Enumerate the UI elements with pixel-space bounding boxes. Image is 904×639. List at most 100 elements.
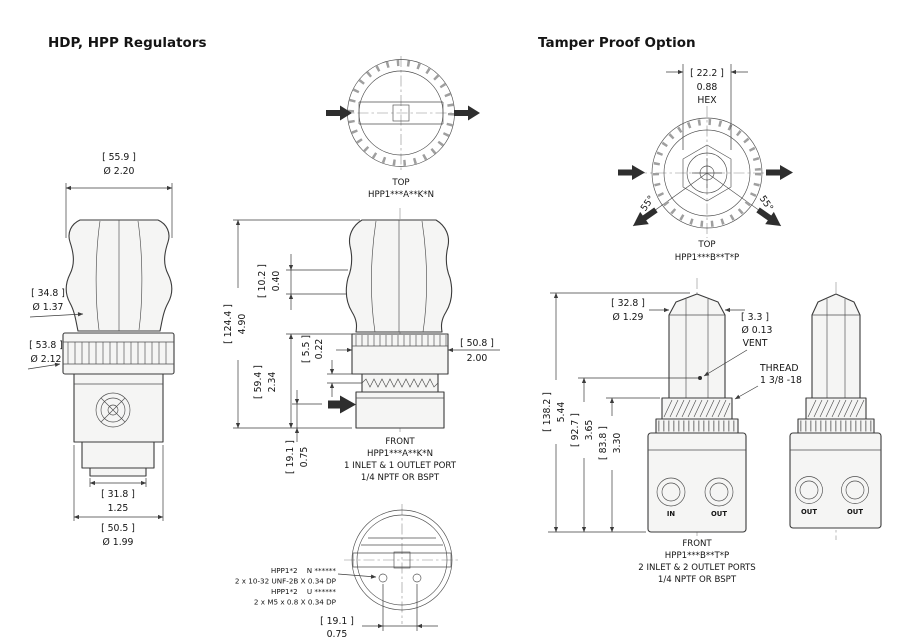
mounting-hole-right [412,573,422,583]
hpp-front-view: FRONT HPP1***A**K*N 1 INLET & 1 OUTLET P… [328,208,457,483]
tamper-center-cross [692,158,722,188]
side-port-left-label: OUT [801,508,817,516]
mounting-note-line4: 2 x M5 x 0.8 X 0.34 DP [254,598,337,607]
mounting-note-line3: HPP1*2 U ****** [271,587,336,596]
front-view-port-note: 1 INLET & 1 OUTLET PORT [344,461,457,471]
front-view-caption: FRONT [385,437,415,447]
side-view-dimensions: [ 55.9 ] Ø 2.20 [ 34.8 ] Ø 1.37 [ 53.8 ]… [27,152,173,548]
outlet-port-bore [709,482,729,502]
bottom-view-centerlines [344,504,460,624]
dim-hex-in: 0.88 [697,82,718,93]
dim-base-width-in: 1.25 [108,503,129,514]
dim-cap-width-mm: [ 50.8 ] [460,338,494,349]
lock-ring-knurl [67,342,167,364]
front-bonnet-thread [361,378,439,388]
bottom-inner-circle [356,514,448,606]
dim-body-od-mm: [ 50.5 ] [101,523,135,534]
dim-hole-spacing-in: 0.75 [327,629,348,639]
left-section-title: HDP, HPP Regulators [48,35,207,51]
gauge-port-boss-inner [100,397,126,423]
inlet-port-label: IN [667,510,676,518]
tamper-body [647,432,747,533]
bottom-outer-circle [351,509,453,611]
front-view-model-code: HPP1***A**K*N [367,449,433,459]
tamper-side-thread-lines [807,399,865,418]
hex-extension-lines [682,64,732,150]
tamper-front-model-code: HPP1***B**T*P [665,551,729,561]
tamper-knob-serration [653,119,761,227]
mounting-note-line1: HPP1*2 N ****** [271,566,337,575]
front-body [355,391,445,429]
dim-lower-height-in: 2.34 [267,372,278,393]
dim-overall-mm: [ 138.2 ] [542,392,553,432]
tamper-hex [682,144,732,202]
front-knob-flutes [371,220,427,333]
tamper-side-body [789,432,882,529]
tamper-side-stem [811,293,861,399]
inlet-arrow [328,395,356,414]
dim-knob-waist-in: Ø 1.37 [33,302,64,313]
thread-leader [734,385,759,400]
tamper-top-caption: TOP [697,240,715,250]
tamper-thread-lines [663,399,731,418]
tamper-top-model-code: HPP1***B**T*P [675,253,739,263]
side-port-right-label: OUT [847,508,863,516]
bottom-slot [352,552,452,568]
dim-body-od-in: Ø 1.99 [103,537,134,548]
base-width-extension-lines [89,478,147,487]
mounting-hole-left [378,573,388,583]
vent-label: VENT [743,338,768,349]
tamper-knob-inner-circle [663,129,751,217]
port-offset-extension-lines [327,373,362,384]
hdp-side-view [62,219,175,477]
gauge-port-hole [107,404,119,416]
tamper-stem-facets [669,299,725,398]
tamper-front-view: IN OUT FRONT HPP1***B**T*P 2 INLET & 2 O… [638,278,756,585]
inlet-port [656,477,686,507]
dim-overall-height-in: 4.90 [237,314,248,335]
dim-stem-od-in: Ø 1.29 [613,312,644,323]
tamper-angle-arrow-left [633,207,658,226]
mounting-note-leader [337,573,377,579]
dim-port-center-in: 0.75 [299,447,310,468]
handle-slot [358,101,444,125]
tamper-thread-section [661,397,733,420]
inlet-port-bore [661,482,681,502]
knob-waist-leader [29,312,84,318]
overall-extension-lines [548,292,690,533]
side-outlet-port-left-bore [799,480,819,500]
dim-knob-od-in: Ø 2.20 [104,166,135,177]
dim-cap-od-in: Ø 2.12 [31,354,62,365]
vent-leader [703,349,748,377]
dim-cap-od-mm: [ 53.8 ] [29,340,63,351]
knob-flutes [95,220,143,331]
body-upper [73,373,164,443]
side-outlet-port-right-bore [845,480,865,500]
mounting-note-line2: 2 x 10-32 UNF-2B X 0.34 DP [235,577,337,586]
dim-base-width-mm: [ 31.8 ] [101,489,135,500]
tamper-front-thread-note: 1/4 NPTF OR BSPT [658,575,737,585]
tamper-side-stem-facets [812,299,860,398]
front-view-thread-note: 1/4 NPTF OR BSPT [361,473,440,483]
top-view-model-code: HPP1***A**K*N [368,190,434,200]
front-cap-knurl [355,335,447,346]
knob-serration-ring [348,60,454,166]
tamper-side-view: OUT OUT [789,282,882,540]
side-outlet-port-left [795,476,823,504]
knob-od-extension-lines [65,183,173,238]
tamper-view-arrow-left [618,165,645,180]
dim-port-offset-in: 0.22 [314,339,325,360]
dim-overall-in: 5.44 [556,402,567,423]
vent-hole [698,376,702,380]
center-square [392,104,410,122]
lock-ring [62,332,175,375]
dim-hex-label: HEX [697,95,717,106]
body-lower [81,441,155,469]
dim-vent-height-mm: [ 92.7 ] [570,413,581,447]
cap-od-leader [27,362,61,370]
bottom-view: HPP1*2 N ****** 2 x 10-32 UNF-2B X 0.34 … [235,504,460,639]
side-outlet-port-right [841,476,869,504]
bottom-chords [361,537,443,546]
right-section-title: Tamper Proof Option [538,35,696,51]
